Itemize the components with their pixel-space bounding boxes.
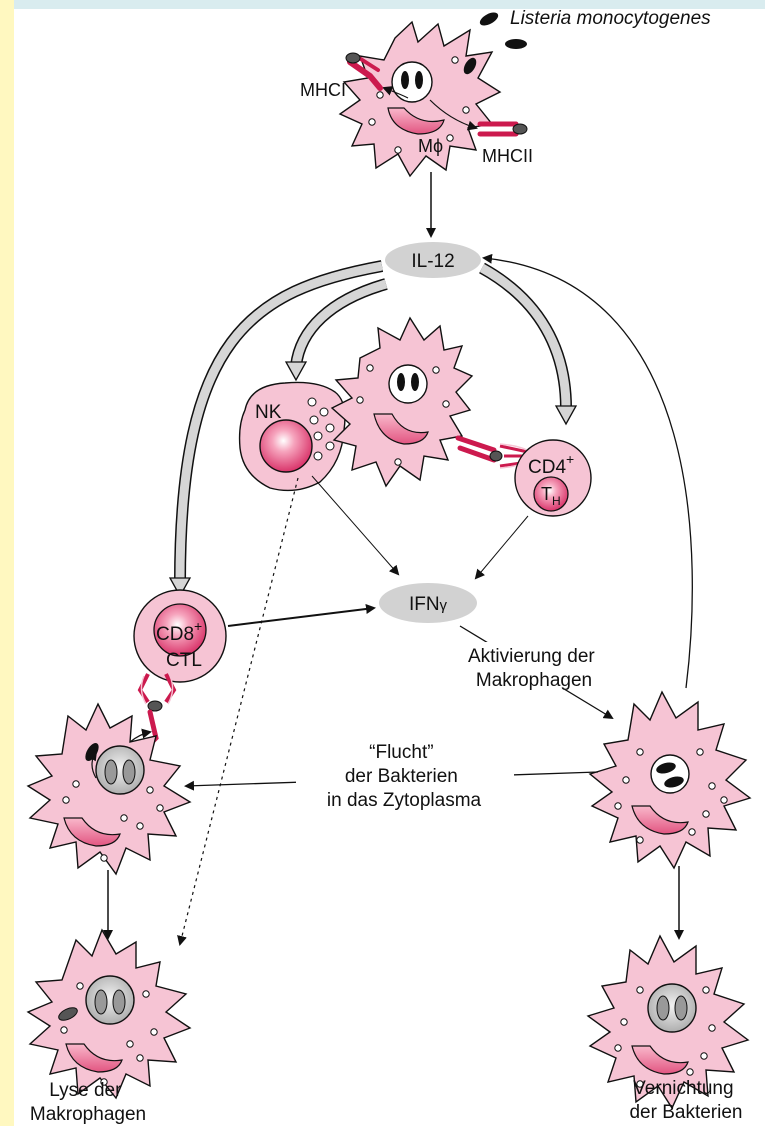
mhc1-label: MHCI <box>300 80 346 100</box>
arrow-cd4-to-ifn <box>476 516 528 578</box>
bacterium-label: Listeria monocytogenes <box>510 8 711 29</box>
lysed-macrophage <box>28 930 190 1098</box>
arrow-ctl-to-ifn <box>228 608 374 626</box>
bacterium-icon <box>478 10 500 28</box>
il12-to-cd4-arrow <box>482 268 576 424</box>
infected-macrophage <box>28 704 190 874</box>
middle-macrophage <box>332 318 472 486</box>
nk-cell <box>240 382 345 490</box>
ifn-gamma-label: IFNγ <box>409 594 448 615</box>
tcr-mhc1-interaction-icon <box>140 674 174 748</box>
arrow-nk-to-ifn <box>312 476 398 574</box>
ctl-label: CTL <box>166 650 202 671</box>
activated-macrophage <box>590 692 750 868</box>
il12-label: IL-12 <box>411 251 454 272</box>
dotted-arrow-nk-to-lysis <box>180 478 298 944</box>
mhc2-label: MHCII <box>482 146 533 166</box>
bacterium-icon <box>505 39 527 49</box>
left-margin-strip <box>0 0 14 1126</box>
nk-label: NK <box>255 402 282 423</box>
lysis-label: Lyse der Makrophagen <box>30 1080 146 1125</box>
destroy-label: Vernichtung der Bakterien <box>629 1078 742 1123</box>
macrophage-label: Mϕ <box>418 136 443 156</box>
mhc2-receptor-icon <box>480 124 527 134</box>
